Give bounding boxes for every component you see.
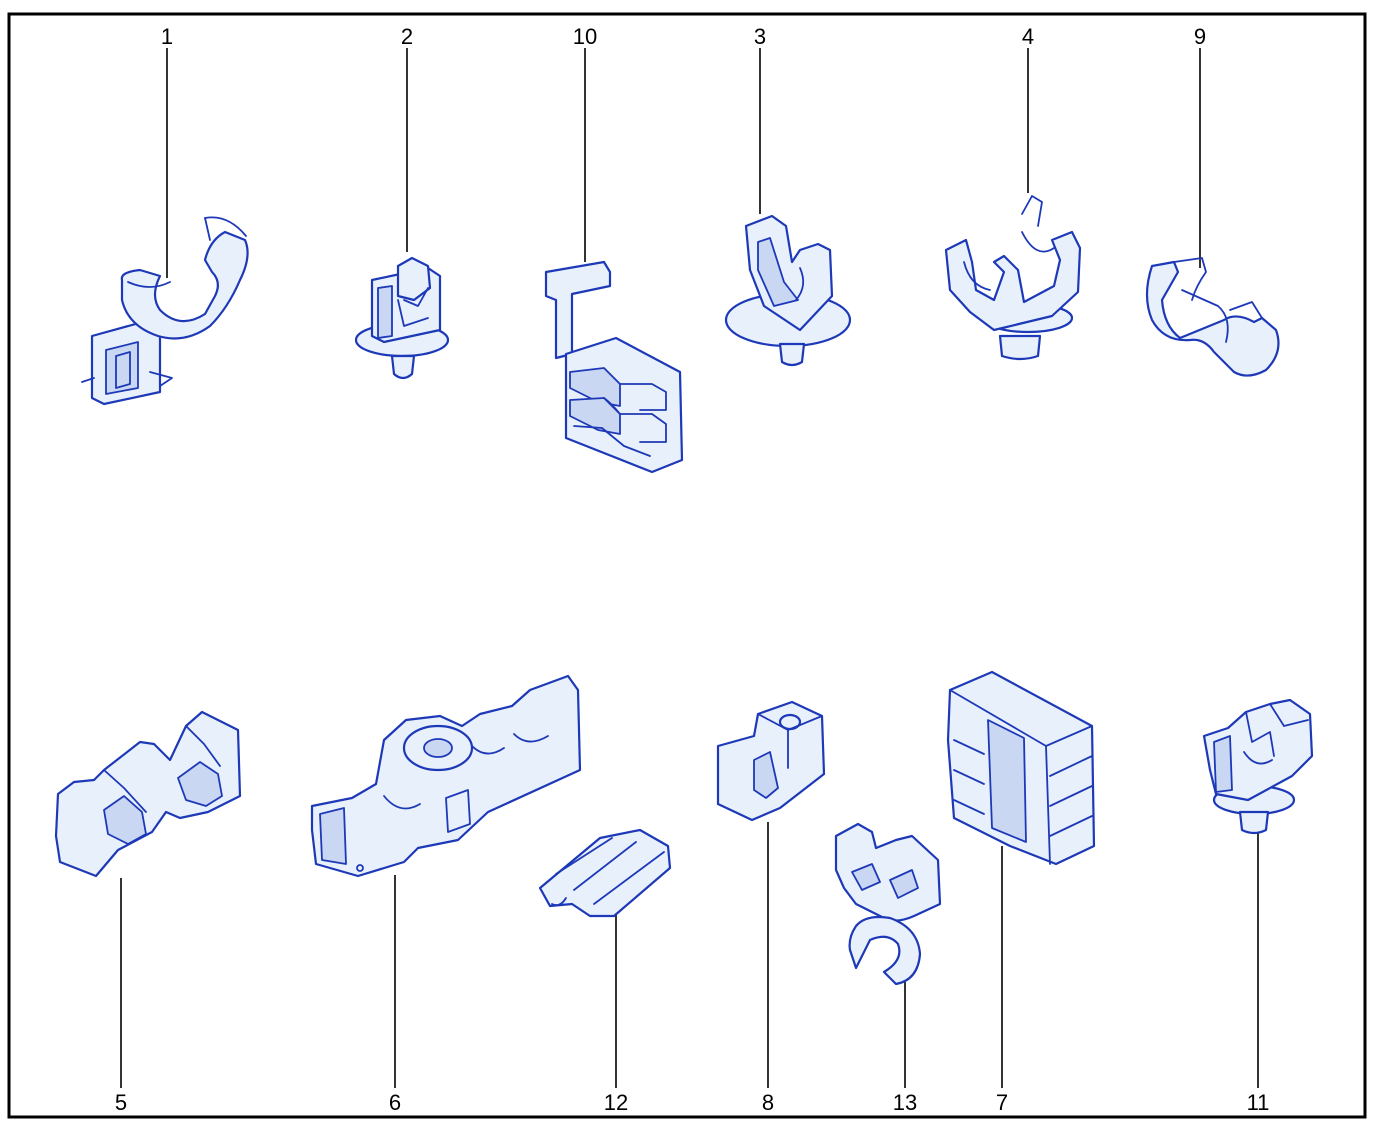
part-1-pipe-clip xyxy=(81,216,249,406)
part-12-channel-strip xyxy=(538,828,672,918)
callout-6: 6 xyxy=(389,1090,401,1115)
callout-3: 3 xyxy=(754,24,766,49)
callout-labels: 1 2 10 3 4 9 5 6 12 8 13 7 11 xyxy=(115,24,1270,1115)
callout-1: 1 xyxy=(161,24,173,49)
callout-9: 9 xyxy=(1194,24,1206,49)
part-4-double-u-clip xyxy=(944,195,1082,361)
callout-8: 8 xyxy=(762,1090,774,1115)
part-2-push-pin-clip xyxy=(354,256,450,380)
part-7-stacked-fin-block xyxy=(946,670,1096,866)
part-10-stacked-bracket xyxy=(544,260,684,474)
callout-4: 4 xyxy=(1022,24,1034,49)
part-8-cube-clip xyxy=(716,700,826,822)
callout-5: 5 xyxy=(115,1090,127,1115)
part-6-multi-pipe-rail xyxy=(310,674,582,878)
callout-13: 13 xyxy=(893,1090,917,1115)
callout-12: 12 xyxy=(604,1090,628,1115)
part-9-double-clip xyxy=(1145,257,1280,377)
part-13-clip-on-ring xyxy=(834,822,942,986)
callout-10: 10 xyxy=(573,24,597,49)
part-5-v-notch-block xyxy=(54,710,242,878)
diagram-frame xyxy=(7,12,1367,1119)
part-11-compact-clip xyxy=(1202,698,1314,835)
callout-7: 7 xyxy=(996,1090,1008,1115)
part-3-u-clip-with-base xyxy=(724,214,852,367)
callout-2: 2 xyxy=(401,24,413,49)
leader-lines xyxy=(120,48,1259,1088)
callout-11: 11 xyxy=(1247,1090,1270,1115)
